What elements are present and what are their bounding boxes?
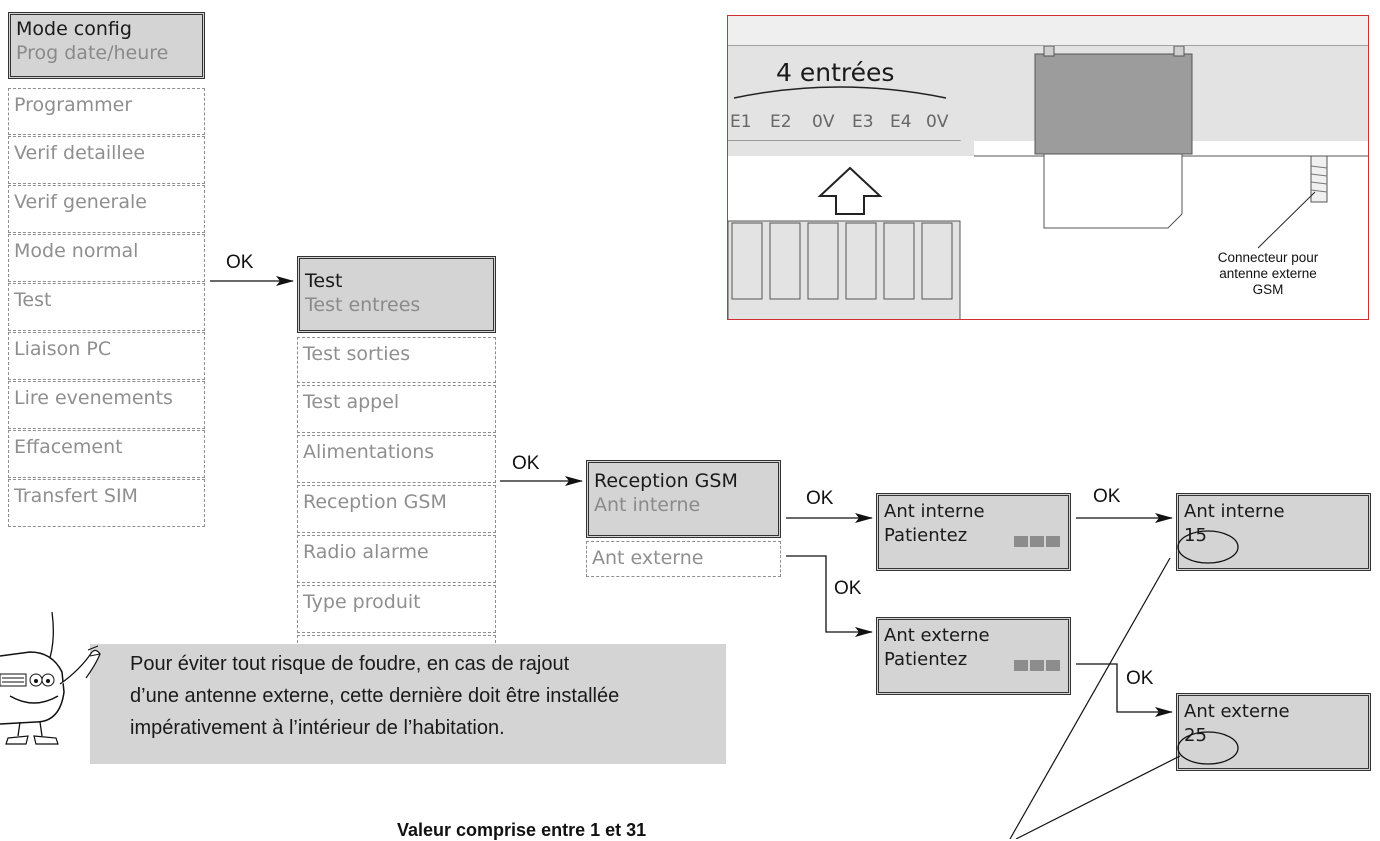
menu-item-test-sorties[interactable]: Test sorties [297, 337, 496, 383]
mascot-icon [0, 612, 101, 745]
terminal-block [807, 222, 839, 300]
ant-externe-wait-panel: Ant externe Patientez [876, 617, 1071, 695]
wait-gauge-block [1014, 660, 1028, 671]
terminal-label: E1 [730, 112, 752, 132]
inputs-title: 4 entrées [776, 58, 895, 87]
menu-item-verif-detaillee[interactable]: Verif detaillee [8, 136, 205, 184]
ok-label: OK [806, 488, 834, 509]
connector-caption-line: Connecteur pour [1217, 250, 1319, 265]
gsm-menu-title: Reception GSM [594, 470, 738, 492]
connector-caption: Connecteur pour antenne externe GSM [1168, 250, 1368, 298]
gsm-menu-subtitle: Ant interne [594, 494, 701, 516]
test-menu-list: Test sorties Test appel Alimentations Re… [297, 337, 496, 683]
connector-caption-line: antenne externe [1219, 266, 1317, 281]
ant-externe-wait-title: Ant externe [884, 625, 990, 646]
terminal-label: 0V [926, 112, 949, 132]
menu-item-test-appel[interactable]: Test appel [297, 385, 496, 433]
warning-box: Pour éviter tout risque de foudre, en ca… [90, 644, 726, 764]
wait-gauge-block [1030, 536, 1044, 547]
main-menu-subtitle: Prog date/heure [16, 42, 169, 64]
terminal-block [731, 222, 763, 300]
gsm-menu-active: Reception GSM Ant interne [586, 460, 781, 538]
terminal-block [883, 222, 915, 300]
terminal-block [921, 222, 953, 300]
ok-label: OK [226, 252, 254, 273]
terminal-label: E2 [770, 112, 792, 132]
device-illustration: 4 entrées E1 E2 0V E3 E4 0V Connecteur p… [727, 15, 1369, 320]
terminal-label: E4 [890, 112, 912, 132]
ant-interne-wait-panel: Ant interne Patientez [876, 493, 1071, 571]
ok-label: OK [1093, 486, 1121, 507]
menu-item-verif-generale[interactable]: Verif generale [8, 185, 205, 233]
menu-item-effacement[interactable]: Effacement [8, 430, 205, 478]
pointer-line-externe [1015, 755, 1181, 839]
main-menu-list: Programmer Verif detaillee Verif general… [8, 88, 205, 527]
menu-item-alimentations[interactable]: Alimentations [297, 435, 496, 483]
ant-interne-result-panel: Ant interne 15 [1176, 493, 1371, 571]
warning-line: Pour éviter tout risque de foudre, en ca… [130, 653, 570, 675]
warning-line: d’une antenne externe, cette dernière do… [130, 685, 620, 707]
menu-item-ant-externe[interactable]: Ant externe [586, 541, 781, 577]
ant-externe-result-panel: Ant externe 25 [1176, 693, 1371, 771]
value-range-note: Valeur comprise entre 1 et 31 [397, 820, 647, 840]
ok-label: OK [1126, 668, 1154, 689]
main-menu-title: Mode config [16, 18, 132, 40]
ant-interne-result-value: 15 [1184, 525, 1207, 546]
menu-item-mode-normal[interactable]: Mode normal [8, 234, 205, 282]
menu-item-liaison-pc[interactable]: Liaison PC [8, 332, 205, 380]
value-oval-interne [1177, 530, 1239, 564]
sim-card-outline [1043, 136, 1183, 229]
menu-item-lire-evenements[interactable]: Lire evenements [8, 381, 205, 429]
wait-gauge-block [1046, 536, 1060, 547]
ant-interne-wait-status: Patientez [884, 525, 968, 546]
menu-item-reception-gsm[interactable]: Reception GSM [297, 485, 496, 533]
menu-item-type-produit[interactable]: Type produit [297, 585, 496, 633]
value-oval-externe [1177, 731, 1239, 765]
device-drawing [728, 16, 1368, 319]
terminal-label: 0V [812, 112, 835, 132]
ant-interne-result-title: Ant interne [1184, 501, 1285, 522]
test-menu-title: Test [305, 270, 343, 292]
test-menu-active: Test Test entrees [297, 256, 496, 333]
ant-externe-result-value: 25 [1184, 725, 1207, 746]
connector-caption-line: GSM [1252, 282, 1284, 297]
menu-item-radio-alarme[interactable]: Radio alarme [297, 535, 496, 583]
arrow-to-ant-externe-result [1076, 663, 1173, 717]
wait-gauge-block [1030, 660, 1044, 671]
menu-item-transfert-sim[interactable]: Transfert SIM [8, 479, 205, 527]
arrow-to-ant-externe-wait [786, 555, 873, 637]
terminal-block [769, 222, 801, 300]
menu-item-programmer[interactable]: Programmer [8, 88, 205, 135]
menu-item-test[interactable]: Test [8, 283, 205, 331]
terminal-label: E3 [852, 112, 874, 132]
warning-line: impérativement à l’intérieur de l’habita… [130, 717, 505, 739]
wait-gauge-block [1046, 660, 1060, 671]
ant-externe-wait-status: Patientez [884, 649, 968, 670]
sim-holder [1034, 53, 1193, 155]
wait-gauge-block [1014, 536, 1028, 547]
pointer-line-interne [1009, 557, 1171, 839]
ok-label: OK [834, 578, 862, 599]
arrow-up-icon [817, 166, 883, 215]
ant-interne-wait-title: Ant interne [884, 501, 985, 522]
ok-label: OK [512, 453, 540, 474]
test-menu-subtitle: Test entrees [305, 294, 421, 316]
ant-externe-result-title: Ant externe [1184, 701, 1290, 722]
main-menu-active: Mode config Prog date/heure [8, 12, 205, 79]
antenna-connector-icon [1310, 155, 1328, 203]
terminal-block [845, 222, 877, 300]
